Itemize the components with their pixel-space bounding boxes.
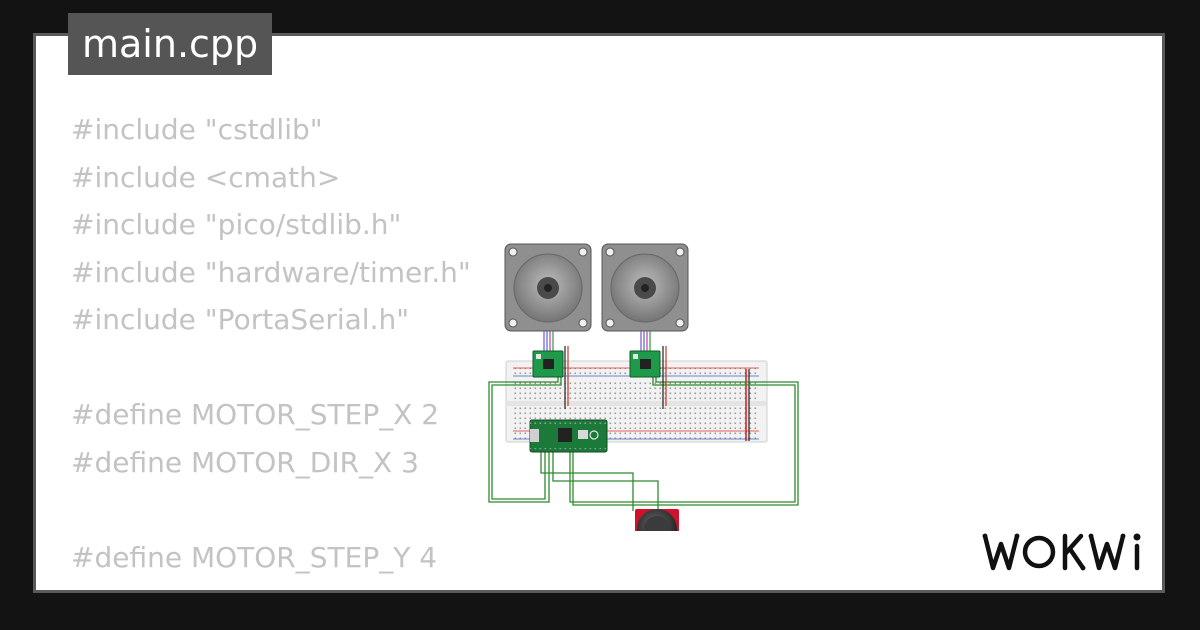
code-line: #include "hardware/timer.h" [71,255,471,289]
code-line: #include "PortaSerial.h" [71,303,410,336]
circuit-diagram [488,243,799,531]
code-line [71,344,471,392]
stepper-driver-x [532,350,564,378]
stepper-motor-x [504,243,592,351]
code-line: #include "pico/stdlib.h" [71,208,402,241]
code-line: #define MOTOR_STEP_X 2 [71,398,440,431]
analog-joystick [635,509,679,531]
code-preview: #include "cstdlib" #include <cmath> #inc… [71,106,471,590]
code-line: #define MOTOR_DIR_Y 5 [71,581,471,590]
code-line [71,486,471,534]
code-line: #define MOTOR_DIR_X 3 [71,445,419,479]
stepper-driver-y [629,350,661,378]
preview-card: #include "cstdlib" #include <cmath> #inc… [33,33,1165,593]
wokwi-logo [982,533,1141,571]
code-line: #include "cstdlib" [71,113,323,146]
wires [488,369,799,511]
power-wires [564,346,667,409]
code-line: #include <cmath> [71,160,341,194]
file-tab[interactable]: main.cpp [68,13,273,75]
stepper-motor-y [601,243,689,351]
raspberry-pi-pico [529,419,608,453]
code-line: #define MOTOR_STEP_Y 4 [71,540,438,574]
